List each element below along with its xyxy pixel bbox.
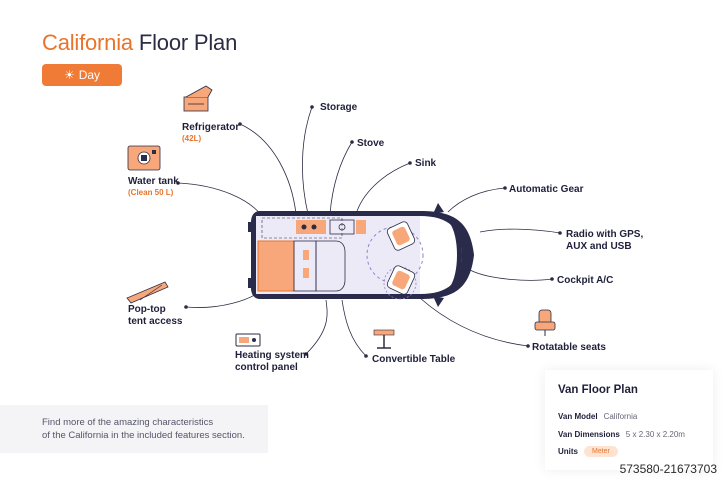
title-brand: California	[42, 30, 133, 55]
connector-lines	[177, 106, 561, 357]
spec-card: Van Floor Plan Van Model California Van …	[545, 370, 713, 470]
spec-row-dimensions: Van Dimensions 5 x 2.30 x 2.20m	[558, 430, 685, 439]
label-water-tank: Water tank	[128, 176, 179, 187]
spec-model-value: California	[603, 412, 638, 421]
label-rotatable-seats: Rotatable seats	[532, 342, 606, 353]
water-tank-icon	[127, 145, 161, 171]
label-radio-line2: AUX and USB	[566, 241, 632, 252]
page-title: California Floor Plan	[42, 30, 237, 56]
van-interior	[257, 217, 424, 300]
label-pop-top-line2: tent access	[128, 316, 183, 327]
spec-dimensions-key: Van Dimensions	[558, 430, 620, 439]
label-refrigerator: Refrigerator	[182, 122, 239, 133]
label-refrigerator-capacity: (42L)	[182, 134, 201, 143]
day-label: Day	[78, 68, 101, 82]
label-stove: Stove	[357, 138, 385, 149]
label-water-tank-capacity: (Clean 50 L)	[128, 188, 174, 197]
connector-dots	[176, 105, 562, 358]
units-meter-badge[interactable]: Meter	[584, 446, 618, 457]
label-sink: Sink	[415, 158, 437, 169]
table-icon	[373, 329, 395, 349]
heating-panel-icon	[235, 333, 261, 347]
info-line-2: of the California in the included featur…	[42, 430, 245, 441]
title-rest: Floor Plan	[138, 30, 238, 55]
spec-units-key: Units	[558, 447, 578, 456]
spec-row-units: Units Meter	[558, 446, 618, 457]
day-toggle-button[interactable]: ☀ Day	[42, 64, 122, 86]
label-heating-line2: control panel	[235, 362, 298, 373]
spec-row-model: Van Model California	[558, 412, 637, 421]
label-pop-top-line1: Pop-top	[128, 304, 166, 315]
label-storage: Storage	[320, 102, 358, 113]
label-radio-line1: Radio with GPS,	[566, 229, 643, 240]
label-convertible-table: Convertible Table	[372, 354, 456, 365]
info-band	[0, 405, 268, 453]
label-heating-line1: Heating system	[235, 350, 309, 361]
spec-title: Van Floor Plan	[558, 384, 638, 396]
spec-model-key: Van Model	[558, 412, 598, 421]
sun-icon: ☀	[63, 68, 75, 82]
info-text: Find more of the amazing characteristics…	[42, 416, 272, 442]
spec-dimensions-value: 5 x 2.30 x 2.20m	[625, 430, 685, 439]
pop-top-icon	[126, 281, 169, 304]
info-line-1: Find more of the amazing characteristics	[42, 417, 214, 428]
seat-icon	[534, 309, 556, 336]
watermark: 573580-21673703	[619, 462, 717, 476]
label-cockpit-ac: Cockpit A/C	[557, 275, 613, 286]
label-automatic-gear: Automatic Gear	[509, 184, 584, 195]
refrigerator-icon	[183, 85, 213, 112]
